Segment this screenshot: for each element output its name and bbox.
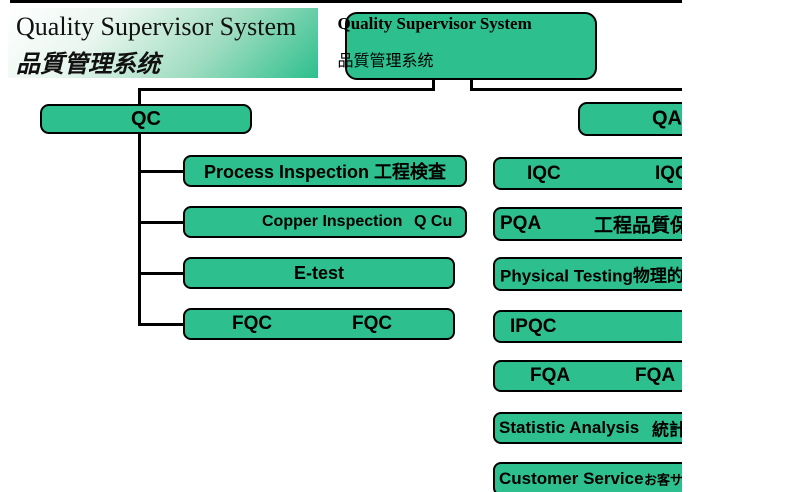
- banner-subtitle: 品質管理系统: [16, 52, 160, 78]
- ipqc-label: IPQC: [510, 315, 557, 337]
- qa-label: QA: [652, 107, 682, 130]
- fqa-label-right: FQA: [635, 365, 676, 386]
- root-subtitle: 品質管理系统: [337, 52, 434, 70]
- iqc-label-right: IQC: [655, 162, 682, 184]
- connector-root-right-stub: [470, 80, 473, 91]
- root-title: Quality Supervisor System: [337, 14, 532, 33]
- node-iqc: IQC IQC: [493, 157, 682, 190]
- fqa-label: FQA: [530, 365, 571, 386]
- node-fqa: FQA FQA: [493, 360, 682, 392]
- fqc-label-right: FQC: [352, 313, 393, 334]
- node-quality-supervisor-system: Quality Supervisor System 品質管理系统: [338, 12, 597, 80]
- connector-drop-to-qc: [138, 88, 141, 105]
- fqc-label: FQC: [232, 313, 273, 334]
- pqa-label: PQA: [500, 213, 542, 234]
- connector-stub-fqc: [138, 323, 183, 326]
- statistic-analysis-label: Statistic Analysis: [499, 418, 640, 437]
- slide-title-banner: Quality Supervisor System 品質管理系统: [8, 8, 318, 78]
- connector-qc-trunk: [138, 133, 141, 326]
- pqa-label-right: 工程品質保: [594, 215, 682, 237]
- physical-testing-label: Physical Testing物理的試: [500, 266, 682, 286]
- node-statistic-analysis: Statistic Analysis 統計: [493, 412, 682, 444]
- node-customer-service: Customer Service お客サ: [493, 462, 682, 492]
- iqc-label: IQC: [527, 162, 561, 184]
- slide-top-border: [10, 0, 682, 3]
- connector-stub-copper-inspection: [138, 221, 183, 224]
- node-pqa: PQA 工程品質保: [493, 207, 682, 241]
- node-process-inspection: Process Inspection 工程検査: [183, 155, 467, 187]
- customer-service-label-right: お客サ: [644, 472, 682, 488]
- copper-inspection-label-right: Q Cu: [414, 213, 453, 230]
- node-physical-testing: Physical Testing物理的試: [493, 257, 682, 291]
- node-fqc: FQC FQC: [183, 308, 455, 340]
- connector-root-left-stub: [432, 80, 435, 91]
- e-test-label: E-test: [293, 262, 344, 283]
- banner-title: Quality Supervisor System: [16, 12, 297, 41]
- node-ipqc: IPQC: [493, 310, 682, 343]
- connector-horizontal-right: [470, 88, 682, 91]
- copper-inspection-label: Copper Inspection: [262, 213, 403, 230]
- process-inspection-label: Process Inspection 工程検査: [203, 162, 447, 182]
- slide-clip-region: Quality Supervisor System 品質管理系统 Quality…: [8, 0, 682, 492]
- node-e-test: E-test: [183, 257, 455, 289]
- connector-stub-e-test: [138, 272, 183, 275]
- node-copper-inspection: Copper Inspection Q Cu: [183, 206, 467, 238]
- connector-stub-process-inspection: [138, 170, 183, 173]
- qc-label: QC: [131, 107, 161, 130]
- connector-horizontal-left: [138, 88, 435, 91]
- statistic-analysis-label-right: 統計: [652, 420, 682, 440]
- customer-service-label: Customer Service: [499, 469, 644, 488]
- node-qa: QA: [578, 102, 682, 136]
- node-qc: QC: [40, 104, 252, 134]
